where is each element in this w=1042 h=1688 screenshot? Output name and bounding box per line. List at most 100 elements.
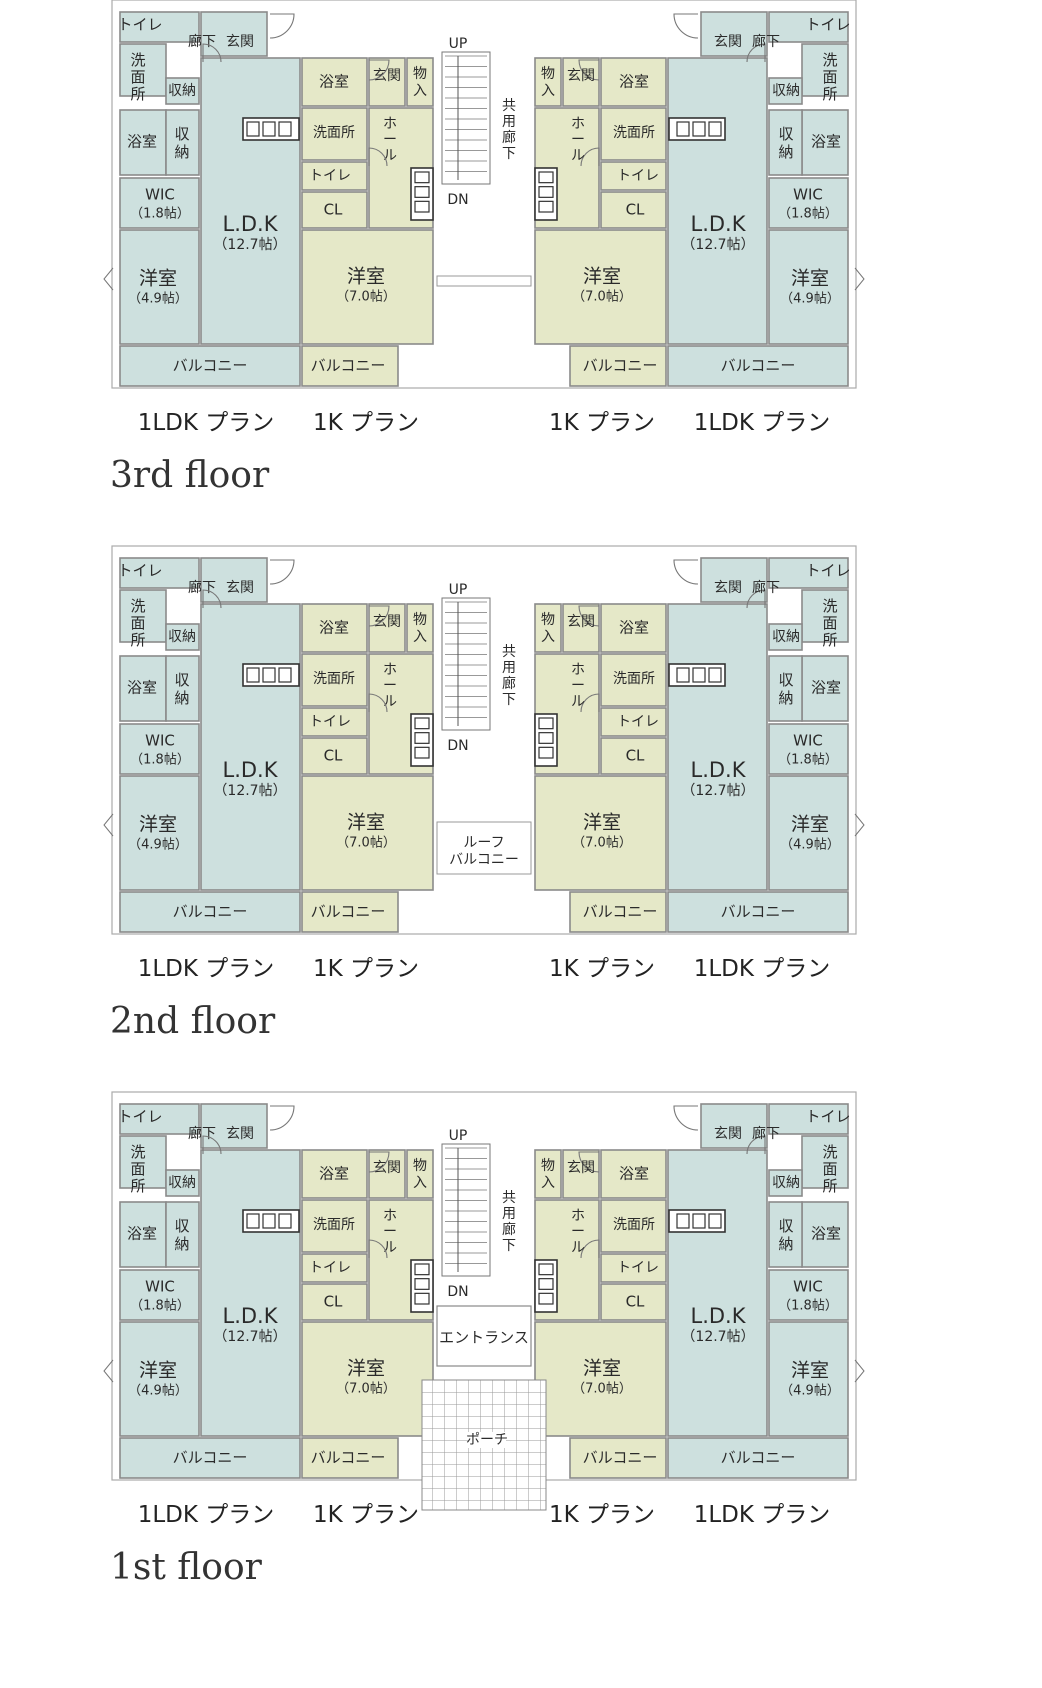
kitchen-burner-icon [246,667,260,683]
corridor-label: 廊下 [752,33,780,50]
toilet-label: トイレ [805,562,850,580]
right-units: トイレ洗面所収納浴室収納WIC（1.8帖）洋室（4.9帖）L.D.K（12.7帖… [541,1108,851,1467]
western-size: （7.0帖） [572,836,632,851]
storeroom-label: 物入 [541,612,555,645]
stair-dn-label: DN [447,1284,468,1300]
closet-label: CL [324,201,343,219]
kitchen-burner-icon [676,1213,690,1229]
door-swing [368,605,390,627]
storage-label: 収納 [772,83,800,99]
ldk-size: （12.7帖） [213,237,286,253]
porch-grid [421,1379,547,1511]
wic-size: （1.8帖） [130,753,190,768]
ldk-size: （12.7帖） [213,783,286,799]
room-closet [301,191,368,229]
western-size: （7.0帖） [336,1382,396,1397]
entrance-label: 玄関 [226,33,254,50]
kitchen-burner-icon [538,186,554,198]
wic-label: WIC [793,1278,823,1296]
closet-label: CL [626,1293,645,1311]
kitchen-counter-icon [410,713,434,767]
room-entrance [368,603,406,653]
room-wic [768,723,849,775]
storage-label: 収納 [168,83,196,99]
door-swing [578,59,600,81]
kitchen-burner-icon [708,1213,722,1229]
room-washroom [801,589,849,643]
room-washroom [600,107,667,161]
room-balcony [301,1437,399,1479]
western-size: （4.9帖） [128,1384,188,1399]
room-balcony [119,891,301,933]
door-swing [746,589,766,609]
room-bath [801,109,849,176]
western-label: 洋室 [139,1360,177,1382]
western-label: 洋室 [791,268,829,290]
hall-label: ホール [571,662,585,710]
balcony-label: バルコニー [173,903,248,921]
balcony-label: バルコニー [583,1449,658,1467]
storage-label: 収納 [174,1217,189,1253]
room-storeroom [406,603,434,653]
room-storage [768,623,803,651]
room-ldk [667,1149,768,1437]
western-size: （7.0帖） [572,290,632,305]
entrance-box [436,1305,532,1367]
stair-box [441,597,491,731]
room-western [534,775,667,891]
room-toilet [301,1253,368,1283]
room-entrance [700,557,768,603]
western-label: 洋室 [583,266,621,288]
balcony-label: バルコニー [583,903,658,921]
storage-label: 収納 [778,1217,793,1253]
door-swing [269,13,295,39]
entrance-label: 玄関 [714,33,742,50]
door-swing [578,605,600,627]
left-units: トイレ洗面所収納浴室収納WIC（1.8帖）洋室（4.9帖）L.D.K（12.7帖… [103,11,434,387]
kitchen-burner-icon [246,1213,260,1229]
balcony-label: バルコニー [311,1449,386,1467]
closet-label: CL [626,747,645,765]
room-toilet [768,557,849,589]
room-toilet [600,1253,667,1283]
bath-label: 浴室 [127,133,157,151]
kitchen-counter-icon [242,663,300,687]
toilet-label: トイレ [617,168,659,184]
ldk-size: （12.7帖） [681,1329,754,1345]
ldk-label: L.D.K [691,1304,747,1328]
entrance-label: 玄関 [714,579,742,596]
storage-label: 収納 [778,671,793,707]
kitchen-burner-icon [414,732,430,744]
window-marker [103,1359,114,1383]
room-western [119,1321,200,1437]
washroom-label: 洗面所 [822,597,837,649]
room-bath [301,57,368,107]
room-storage [165,77,200,105]
room-wic [119,1269,200,1321]
door-swing [746,43,766,63]
room-balcony [119,345,301,387]
plan-label: 1K プラン [313,956,419,982]
room-closet [301,1283,368,1321]
toilet-label: トイレ [617,1260,659,1276]
wic-label: WIC [793,732,823,750]
western-size: （4.9帖） [780,1384,840,1399]
room-toilet [301,707,368,737]
room-ldk [667,57,768,345]
balcony-label: バルコニー [173,1449,248,1467]
room-western [534,1321,667,1437]
plan-label: 1LDK プラン [694,410,831,436]
room-entrance [700,11,768,57]
room-western [119,229,200,345]
western-label: 洋室 [347,266,385,288]
kitchen-burner-icon [538,1263,554,1276]
toilet-label: トイレ [117,1108,162,1126]
right-units: トイレ洗面所収納浴室収納WIC（1.8帖）洋室（4.9帖）L.D.K（12.7帖… [541,562,851,921]
room-western [768,775,849,891]
kitchen-burner-icon [414,1278,430,1290]
room-storage [768,77,803,105]
room-storage [165,109,200,176]
kitchen-counter-icon [534,713,558,767]
